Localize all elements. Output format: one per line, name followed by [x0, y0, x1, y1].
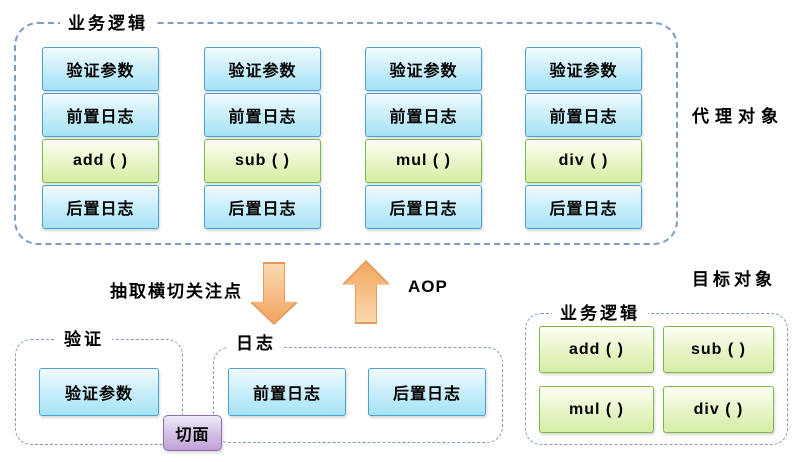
div-method-box: div ( )	[663, 386, 774, 433]
validate-params-box: 验证参数	[42, 47, 159, 91]
pre-log-box: 前置日志	[204, 93, 321, 137]
post-log-box: 后置日志	[204, 185, 321, 229]
proxy-object-label: 代理对象	[692, 107, 784, 126]
post-log-box: 后置日志	[42, 185, 159, 229]
arrow-fill	[344, 262, 388, 322]
target-region-container: 业务逻辑 add ( ) sub ( ) mul ( ) div ( )	[525, 301, 788, 445]
proxy-stack-mul: 验证参数 前置日志 mul ( ) 后置日志	[365, 47, 482, 229]
proxy-stack-div: 验证参数 前置日志 div ( ) 后置日志	[525, 47, 642, 229]
sub-method-box: sub ( )	[663, 326, 774, 373]
validation-group-container: 验证 验证参数	[15, 327, 183, 445]
validate-params-box: 验证参数	[365, 47, 482, 91]
extract-crosscut-label: 抽取横切关注点	[110, 282, 243, 301]
aop-up-arrow-icon	[342, 260, 390, 324]
mul-method-box: mul ( )	[539, 386, 654, 433]
aop-label: AOP	[408, 277, 448, 296]
extract-down-arrow-icon	[250, 262, 298, 325]
validate-params-box: 验证参数	[525, 47, 642, 91]
pre-log-box: 前置日志	[525, 93, 642, 137]
pre-log-box: 前置日志	[228, 368, 346, 416]
target-object-label: 目标对象	[692, 270, 776, 289]
proxy-region-label: 业务逻辑	[60, 11, 156, 37]
post-log-box: 后置日志	[365, 185, 482, 229]
add-method-box: add ( )	[539, 326, 654, 373]
log-group-label: 日志	[228, 331, 284, 357]
aspect-box: 切面	[163, 415, 222, 451]
pre-log-box: 前置日志	[365, 93, 482, 137]
proxy-region-container: 业务逻辑 验证参数 前置日志 add ( ) 后置日志 验证参数 前置日志 su…	[14, 11, 678, 245]
mul-method-box: mul ( )	[365, 139, 482, 183]
arrow-fill	[252, 264, 296, 323]
div-method-box: div ( )	[525, 139, 642, 183]
validate-params-box: 验证参数	[39, 368, 159, 416]
target-region-label: 业务逻辑	[552, 301, 648, 327]
post-log-box: 后置日志	[525, 185, 642, 229]
post-log-box: 后置日志	[368, 368, 486, 416]
proxy-stack-add: 验证参数 前置日志 add ( ) 后置日志	[42, 47, 159, 229]
pre-log-box: 前置日志	[42, 93, 159, 137]
sub-method-box: sub ( )	[204, 139, 321, 183]
validate-params-box: 验证参数	[204, 47, 321, 91]
log-group-container: 日志 前置日志 后置日志	[213, 331, 503, 443]
add-method-box: add ( )	[42, 139, 159, 183]
proxy-stack-sub: 验证参数 前置日志 sub ( ) 后置日志	[204, 47, 321, 229]
validation-group-label: 验证	[56, 327, 112, 353]
